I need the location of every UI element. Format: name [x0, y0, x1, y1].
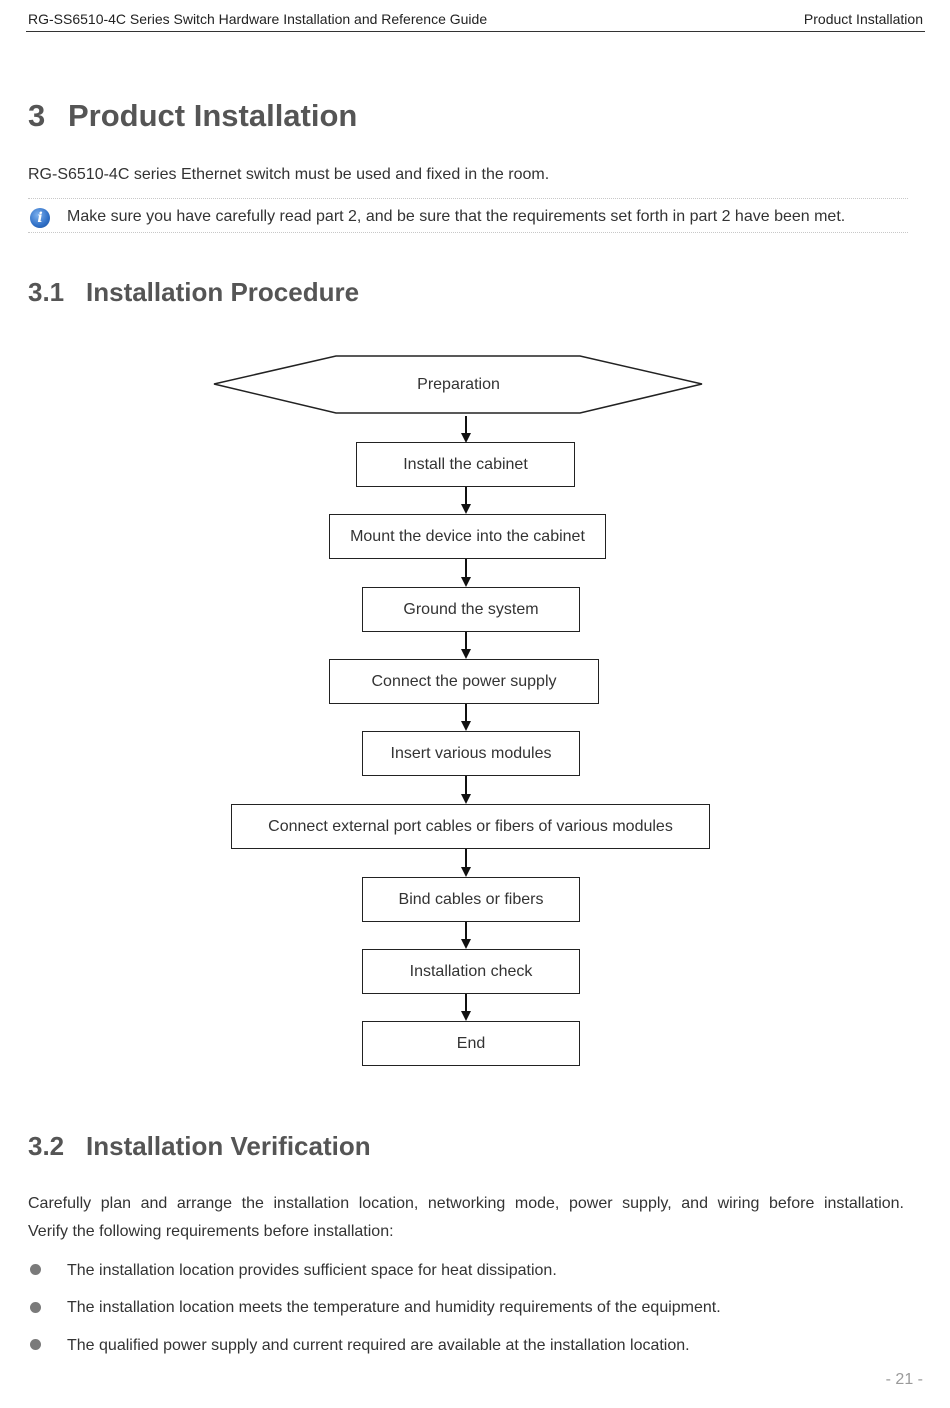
bullet-icon [30, 1302, 41, 1313]
verification-paragraph-line2: Verify the following requirements before… [28, 1223, 394, 1240]
list-item: The qualified power supply and current r… [67, 1337, 690, 1354]
chapter-heading: 3 Product Installation [28, 98, 357, 134]
flowchart-start-label: Preparation [417, 376, 500, 393]
header-rule [26, 31, 925, 32]
info-icon: i [30, 208, 50, 228]
flowchart-step-bind-cables: Bind cables or fibers [362, 877, 580, 922]
section-title: Installation Procedure [86, 277, 360, 307]
flowchart-step-ground-system: Ground the system [362, 587, 580, 632]
verification-paragraph-line1: Carefully plan and arrange the installat… [28, 1195, 904, 1212]
flowchart-step-install-cabinet: Install the cabinet [356, 442, 575, 487]
flowchart-step-connect-cables: Connect external port cables or fibers o… [231, 804, 710, 849]
page-number: - 21 - [885, 1371, 923, 1388]
note-top-rule [28, 198, 908, 199]
section-heading-installation-verification: 3.2 Installation Verification [28, 1131, 371, 1162]
note-bottom-rule [28, 232, 908, 233]
intro-paragraph: RG-S6510-4C series Ethernet switch must … [28, 166, 550, 183]
chapter-title: Product Installation [68, 98, 358, 133]
section-number: 3.2 [28, 1131, 65, 1161]
note-text: Make sure you have carefully read part 2… [67, 208, 846, 225]
flowchart-start-shape [213, 355, 703, 414]
section-heading-installation-procedure: 3.1 Installation Procedure [28, 277, 359, 308]
section-title: Installation Verification [86, 1131, 371, 1161]
chapter-number: 3 [28, 98, 46, 133]
list-item: The installation location provides suffi… [67, 1262, 557, 1279]
flowchart-step-mount-device: Mount the device into the cabinet [329, 514, 606, 559]
flowchart-step-insert-modules: Insert various modules [362, 731, 580, 776]
section-number: 3.1 [28, 277, 65, 307]
document-title: RG-SS6510-4C Series Switch Hardware Inst… [28, 11, 488, 27]
list-item: The installation location meets the temp… [67, 1299, 721, 1316]
flowchart-step-end: End [362, 1021, 580, 1066]
header-section: Product Installation [803, 11, 923, 27]
bullet-icon [30, 1264, 41, 1275]
flowchart-step-installation-check: Installation check [362, 949, 580, 994]
bullet-icon [30, 1339, 41, 1350]
flowchart-step-connect-power: Connect the power supply [329, 659, 599, 704]
